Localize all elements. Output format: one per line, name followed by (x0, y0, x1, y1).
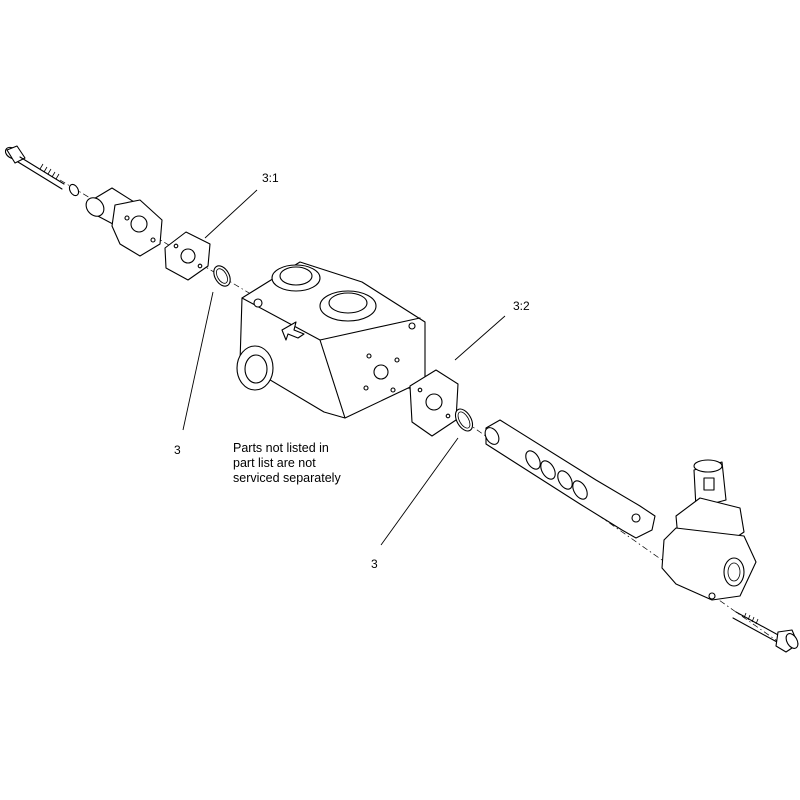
callout-3-left: 3 (174, 443, 181, 457)
spool (484, 419, 656, 539)
leader-3-1 (204, 189, 258, 239)
note-line-3: serviced separately (233, 471, 341, 485)
callout-3-right: 3 (371, 557, 378, 571)
leader-3-right (380, 437, 459, 546)
handle-bracket (661, 459, 757, 601)
note-line-2: part list are not (233, 456, 316, 470)
flange-plate-3-1 (164, 231, 211, 281)
parts-note: Parts not listed in part list are not se… (233, 441, 341, 486)
callout-3-1: 3:1 (262, 171, 279, 185)
callout-3-2: 3:2 (513, 299, 530, 313)
valve-body (236, 261, 426, 419)
leader-3-left (182, 291, 214, 431)
left-bolt (4, 145, 80, 197)
right-bolt (732, 611, 799, 653)
leader-3-2 (454, 315, 506, 361)
o-ring-right (454, 408, 474, 432)
solenoid-cap (85, 187, 163, 257)
o-ring-left (213, 265, 231, 287)
note-line-1: Parts not listed in (233, 441, 329, 455)
flange-plate-3-2 (409, 369, 459, 437)
